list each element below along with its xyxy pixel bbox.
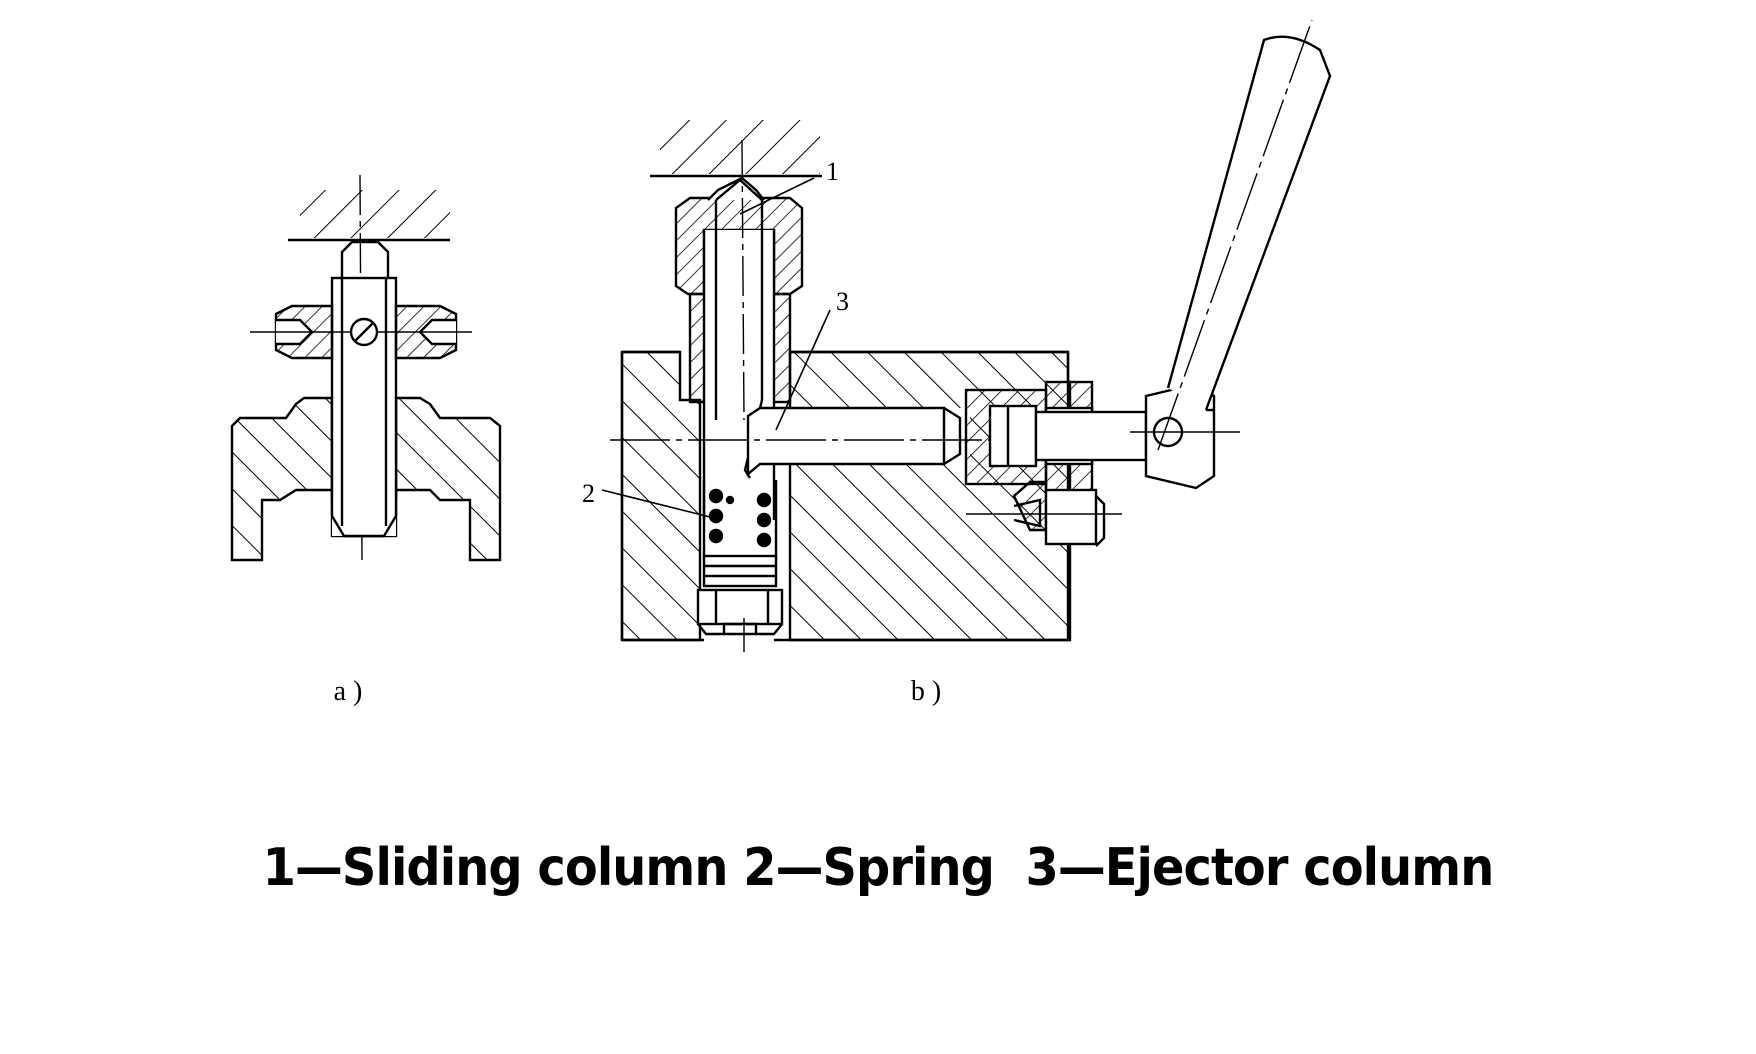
panel-a-base <box>230 396 502 562</box>
panel-b-bottom-plug <box>696 554 784 652</box>
panel-a-top-surface <box>288 190 450 242</box>
panel-a <box>230 174 502 562</box>
panel-b-spring <box>702 480 778 560</box>
panel-b-handle-lever <box>1157 19 1332 451</box>
figure-caption: 1—Sliding column 2—Spring 3—Ejector colu… <box>262 838 1495 898</box>
panel-b <box>601 19 1332 652</box>
panel-b-label: b ) <box>911 676 941 707</box>
panel-b-ejector-column <box>610 406 1000 477</box>
callout-1: 1 <box>826 157 839 186</box>
callout-2: 2 <box>582 479 595 508</box>
panel-b-threaded-rod <box>1034 410 1148 462</box>
panel-b-leader-lines <box>601 177 831 521</box>
panel-b-top-surface <box>650 120 822 178</box>
panel-a-cross-bar <box>250 304 472 360</box>
panel-b-lower-screw <box>966 480 1122 547</box>
panel-a-label: a ) <box>334 676 363 707</box>
panel-b-sliding-column <box>702 139 776 520</box>
panel-b-ball-joint <box>1130 382 1240 490</box>
callout-3: 3 <box>836 287 849 316</box>
panel-a-column-tip <box>340 240 390 288</box>
